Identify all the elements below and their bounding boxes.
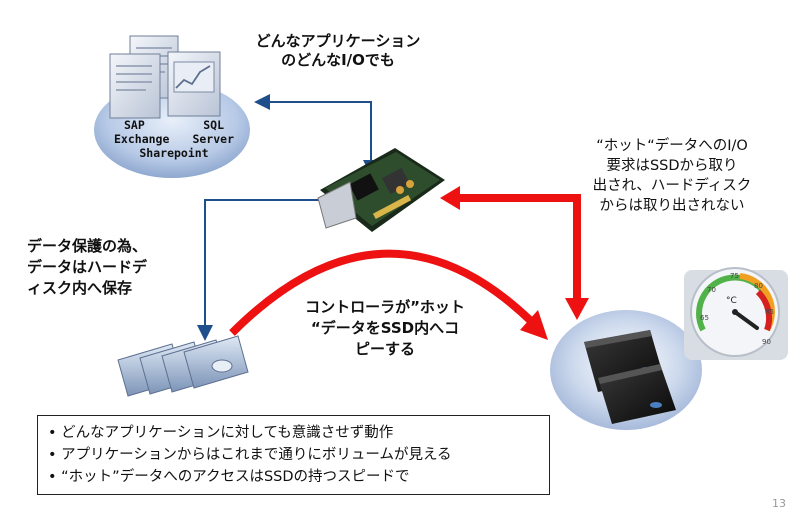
gauge-tick: 80 xyxy=(754,282,763,290)
server-labels: SAP SQL Exchange Server Sharepoint xyxy=(114,118,234,160)
any-application-line1: どんなアプリケーション xyxy=(255,32,421,50)
gauge-tick: 65 xyxy=(700,314,709,322)
controller-copy-label: コントローラが”ホット “データをSSD内へコ ピーする xyxy=(290,297,480,360)
document-icon xyxy=(109,53,161,119)
gauge-tick: 85 xyxy=(765,308,774,316)
gauge-tick: 90 xyxy=(762,338,771,346)
data-protection-line1: データ保護の為、 xyxy=(27,237,148,255)
hard-disk-icon xyxy=(183,335,249,389)
chart-document-icon xyxy=(167,51,221,117)
any-application-label: どんなアプリケーション のどんなI/Oでも xyxy=(238,32,438,70)
server-bubble xyxy=(94,35,250,178)
server-label-sql: SQL xyxy=(203,118,224,132)
controller-copy-line3: ピーする xyxy=(354,340,415,358)
hot-io-line3: 出され、ハードディスク xyxy=(592,178,752,194)
hot-io-line1: “ホット“データへのI/O xyxy=(596,138,748,154)
controller-copy-line1: コントローラが”ホット xyxy=(305,298,465,316)
data-protection-label: データ保護の為、 データはハードデ ィスク内へ保存 xyxy=(27,236,197,299)
server-label-sap: SAP xyxy=(124,118,145,132)
hot-io-line4: からは取り出されない xyxy=(599,198,745,214)
server-label-server: Server xyxy=(192,132,234,146)
note-item: どんなアプリケーションに対しても意識させず動作 xyxy=(48,422,539,444)
controller-copy-line2: “データをSSD内へコ xyxy=(310,319,460,337)
server-label-exchange: Exchange xyxy=(114,132,170,146)
data-protection-line3: ィスク内へ保存 xyxy=(27,279,133,297)
raid-controller-card xyxy=(317,148,445,232)
gauge-tick: 70 xyxy=(707,286,716,294)
summary-notes-box: どんなアプリケーションに対しても意識させず動作 アプリケーションからはこれまで通… xyxy=(37,415,550,495)
gauge-unit: °C xyxy=(726,296,737,306)
ssd-bubble xyxy=(550,310,702,430)
hot-io-line2: 要求はSSDから取り xyxy=(606,158,738,174)
server-label-sharepoint: Sharepoint xyxy=(139,146,209,160)
data-protection-line2: データはハードデ xyxy=(27,258,148,276)
hard-disk-array xyxy=(117,335,249,397)
temperature-gauge xyxy=(684,267,788,360)
note-item: “ホット”データへのアクセスはSSDの持つスピードで xyxy=(48,466,539,488)
ssd-drive-icon xyxy=(598,364,676,424)
any-application-line2: のどんなI/Oでも xyxy=(281,51,395,69)
blue-connectors xyxy=(197,94,379,341)
gauge-tick: 75 xyxy=(730,272,739,280)
red-arrows xyxy=(229,186,589,340)
page-number: 13 xyxy=(772,497,786,510)
hot-io-label: “ホット“データへのI/O 要求はSSDから取り 出され、ハードディスク からは… xyxy=(572,136,772,216)
note-item: アプリケーションからはこれまで通りにボリュームが見える xyxy=(48,444,539,466)
